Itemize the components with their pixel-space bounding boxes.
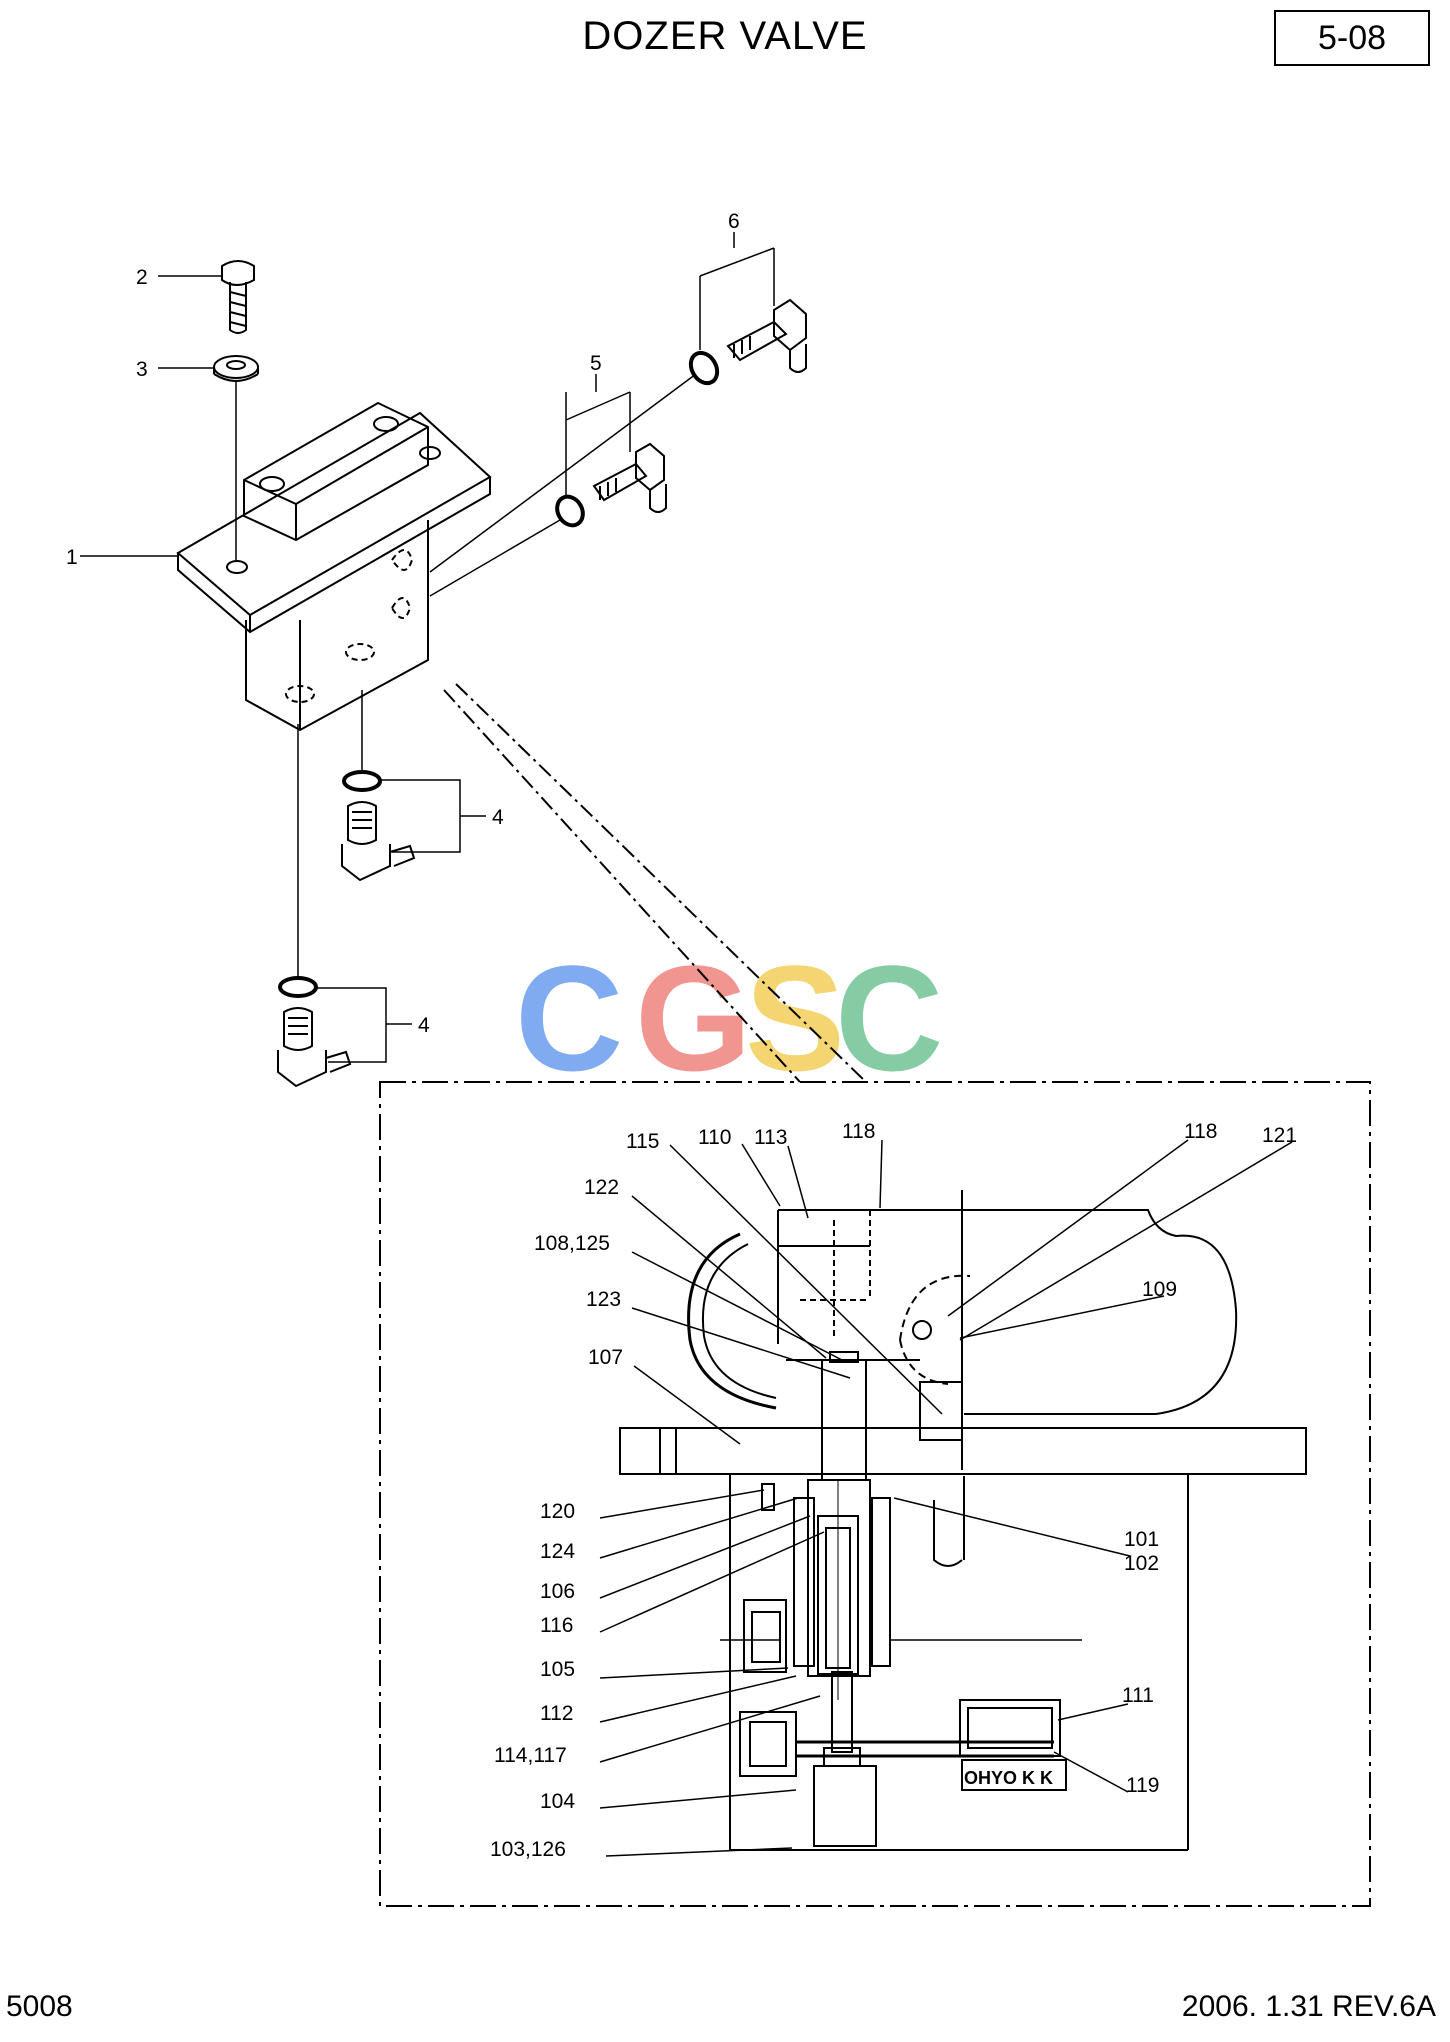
callout-101: 101 [1124, 1528, 1159, 1551]
callout-121: 121 [1262, 1124, 1297, 1147]
callout-123: 123 [586, 1288, 621, 1311]
callout-2: 2 [136, 266, 148, 289]
page-code-box: 5-08 [1274, 10, 1430, 66]
footer-revision: 2006. 1.31 REV.6A [1181, 1990, 1436, 2023]
callout-114-117: 114,117 [494, 1744, 567, 1767]
callout-115: 115 [626, 1130, 659, 1153]
callout-104: 104 [540, 1790, 575, 1813]
callout-leaders-detail [599, 1139, 1293, 1857]
callout-103-126: 103,126 [490, 1838, 566, 1861]
callout-102: 102 [1124, 1552, 1159, 1575]
callout-3: 3 [136, 358, 148, 381]
callout-119: 119 [1126, 1774, 1159, 1797]
valve-body-part [176, 401, 492, 732]
callout-4b: 4 [418, 1014, 430, 1037]
nameplate-text: OHYO K K [964, 1768, 1053, 1788]
callout-6: 6 [728, 210, 740, 233]
callout-116: 116 [540, 1614, 573, 1637]
callout-1: 1 [66, 546, 78, 569]
watermark-letter-s: S [745, 934, 845, 1102]
callout-106: 106 [540, 1580, 575, 1603]
callout-113: 113 [754, 1126, 787, 1149]
callout-leaders-upper [80, 232, 775, 1063]
watermark-letter-g: G [635, 934, 752, 1102]
detail-frame [379, 1081, 1371, 1907]
watermark-letter-c1: C [515, 934, 623, 1102]
callout-124: 124 [540, 1540, 575, 1563]
washer-part [213, 355, 259, 382]
callout-105: 105 [540, 1658, 575, 1681]
watermark-letter-c2: C [835, 934, 943, 1102]
callout-118a: 118 [842, 1120, 875, 1143]
bolt-part [221, 260, 255, 334]
callout-122: 122 [584, 1176, 619, 1199]
callout-118b: 118 [1184, 1120, 1217, 1143]
callout-110: 110 [698, 1126, 731, 1149]
elbow-fitting-part [592, 298, 807, 513]
callout-112: 112 [540, 1702, 573, 1725]
callout-5: 5 [590, 352, 602, 375]
o-ring-part [278, 350, 720, 998]
callout-109: 109 [1142, 1278, 1177, 1301]
footer-doc-number: 5008 [6, 1990, 73, 2023]
callout-4a: 4 [492, 806, 504, 829]
callout-108-125: 108,125 [534, 1232, 610, 1255]
page-title: DOZER VALVE [582, 14, 868, 58]
cgsc-watermark: C G S C [515, 934, 943, 1102]
callout-107: 107 [588, 1346, 623, 1369]
callout-120: 120 [540, 1500, 575, 1523]
valve-cross-section [619, 1190, 1307, 1851]
callout-111: 111 [1122, 1684, 1154, 1707]
